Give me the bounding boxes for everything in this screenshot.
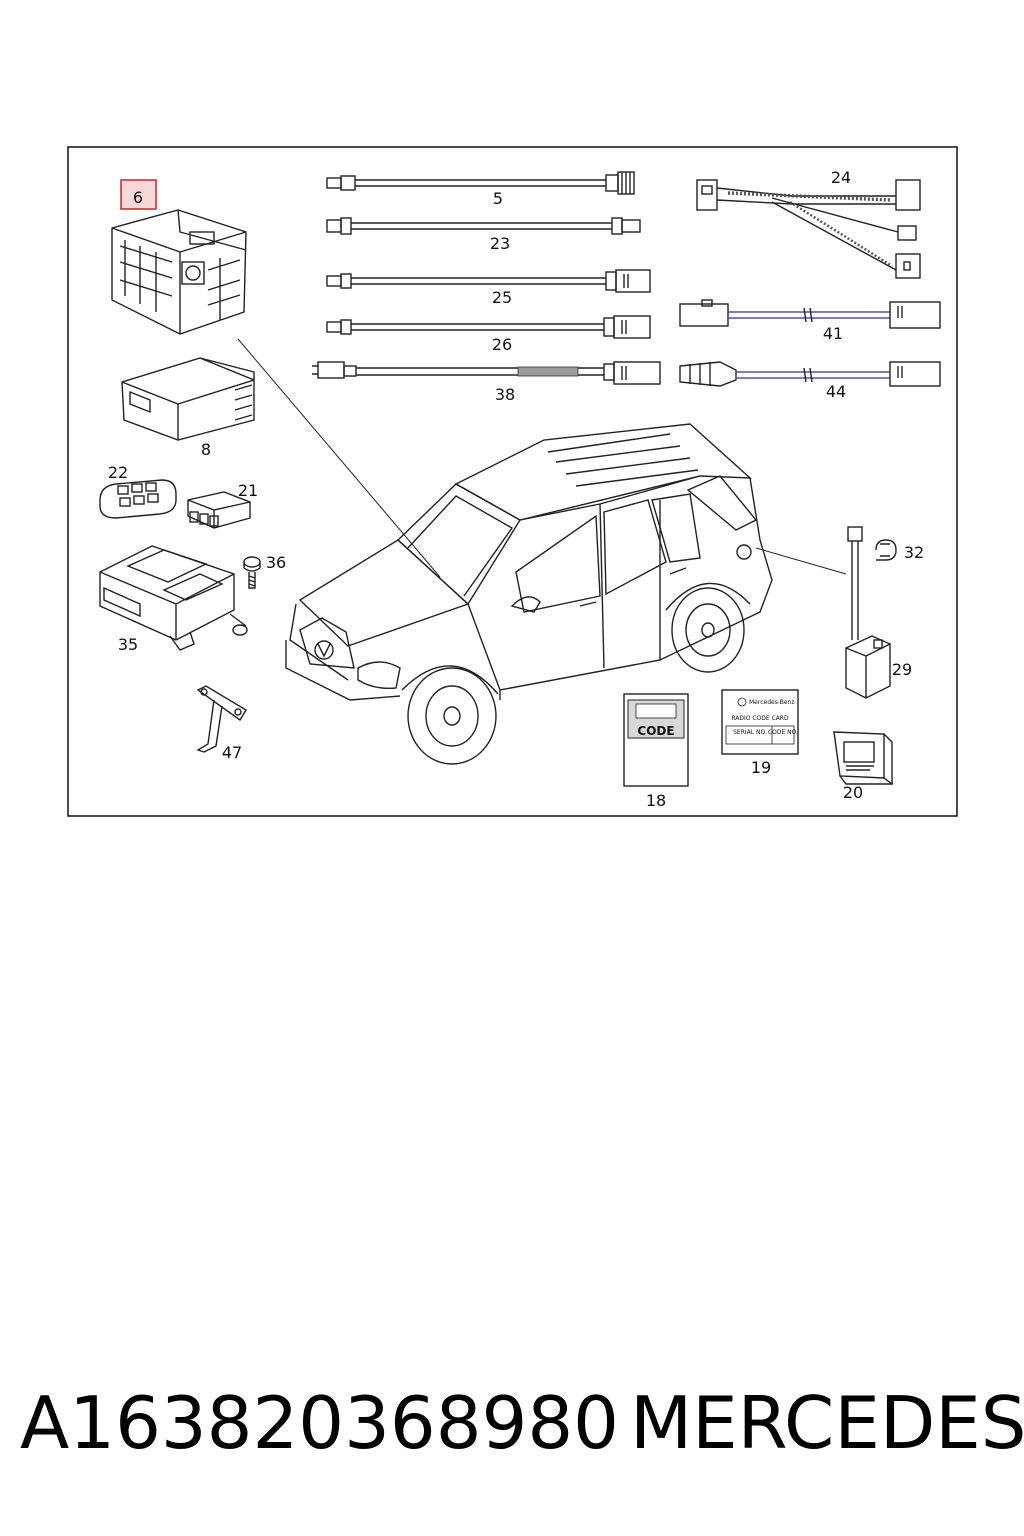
mercedes-star-icon: [737, 697, 747, 707]
part-26-cable[interactable]: 26: [326, 315, 651, 354]
part-5-label: 5: [493, 189, 503, 208]
part-8-cd-module[interactable]: 8: [121, 357, 255, 459]
part-5-cable[interactable]: 5: [326, 171, 635, 208]
part-32-clip[interactable]: 32: [875, 539, 924, 562]
part-38-label: 38: [495, 385, 515, 404]
part-29-amplifier[interactable]: 29: [845, 526, 912, 699]
part-36-screw[interactable]: 36: [243, 553, 286, 589]
part-35-nav-unit[interactable]: 35: [99, 545, 248, 654]
part-18-label: 18: [646, 791, 666, 810]
radio-card-serial: SERIAL NO.: [733, 729, 767, 736]
part-23-cable[interactable]: 23: [326, 217, 641, 253]
part-19-label: 19: [751, 758, 771, 777]
part-26-label: 26: [492, 335, 512, 354]
brand-text: MERCEDES: [630, 1381, 1024, 1465]
radio-card-brand: Mercedes-Benz: [749, 699, 795, 706]
part-38-cable[interactable]: 38: [312, 361, 661, 404]
part-44-cable[interactable]: 44: [679, 361, 941, 401]
part-6-label: 6: [133, 188, 143, 207]
leader-line-29: [755, 547, 847, 575]
part-20-manual[interactable]: 20: [833, 731, 893, 802]
part-44-label: 44: [826, 382, 846, 401]
part-47-bracket[interactable]: 47: [196, 685, 247, 762]
vehicle-suv-illustration: [285, 423, 773, 765]
part-6-radio-unit[interactable]: 6: [111, 179, 247, 335]
part-25-label: 25: [492, 288, 512, 307]
part-21-module[interactable]: 21: [187, 481, 258, 529]
part-24-harness[interactable]: 24: [696, 168, 921, 279]
part-18-code-booklet[interactable]: CODE 18: [623, 693, 689, 810]
radio-card-title: RADIO CODE CARD: [731, 715, 789, 722]
part-6-highlight: [120, 179, 157, 210]
part-41-label: 41: [823, 324, 843, 343]
radio-card-code: CODE NO.: [768, 729, 798, 736]
part-number-text: A163820368980: [20, 1381, 619, 1465]
part-35-label: 35: [118, 635, 138, 654]
part-25-cable[interactable]: 25: [326, 269, 651, 307]
part-47-label: 47: [222, 743, 242, 762]
part-29-label: 29: [892, 660, 912, 679]
part-23-label: 23: [490, 234, 510, 253]
diagram-frame: [67, 146, 958, 817]
part-8-label: 8: [201, 440, 211, 459]
part-32-label: 32: [904, 543, 924, 562]
part-24-label: 24: [831, 168, 851, 187]
part-36-label: 36: [266, 553, 286, 572]
code-card-text: CODE: [637, 724, 674, 738]
part-20-label: 20: [843, 783, 863, 802]
leader-line-6: [237, 338, 441, 578]
part-41-cable[interactable]: 41: [679, 299, 941, 343]
part-21-label: 21: [238, 481, 258, 500]
part-22-label: 22: [108, 463, 128, 482]
part-22-remote[interactable]: 22: [99, 463, 177, 519]
part-19-radio-code-card[interactable]: Mercedes-Benz RADIO CODE CARD SERIAL NO.…: [721, 689, 799, 777]
